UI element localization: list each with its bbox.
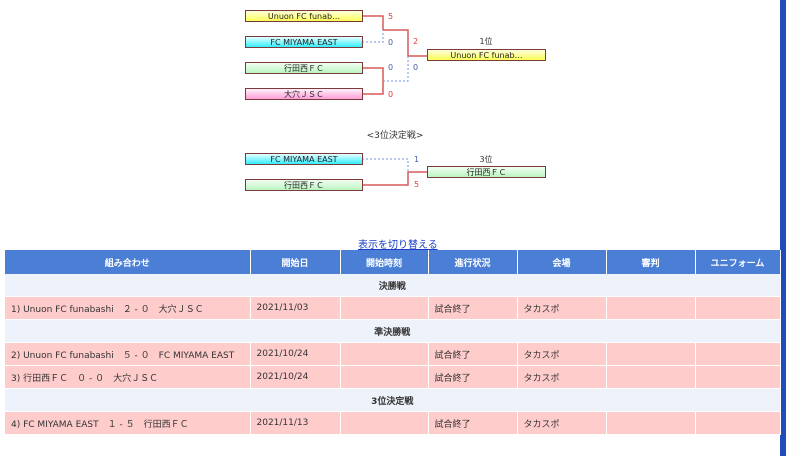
col-header-venue: 会場: [517, 250, 607, 274]
status-cell: 試合終了: [428, 296, 518, 320]
table-row[interactable]: 2) Unuon FC funabashi ５ - ０ FC MIYAMA EA…: [5, 342, 781, 366]
score-team-1: 5: [388, 12, 394, 21]
toggle-view-link[interactable]: 表示を切り替える: [358, 240, 438, 251]
winner-rank: 1位: [479, 37, 493, 46]
time-cell: [340, 296, 429, 320]
col-header-date: 開始日: [250, 250, 341, 274]
round-row-third-place: 3位決定戦: [5, 388, 781, 412]
status-cell: 試合終了: [428, 411, 518, 435]
table-row[interactable]: 3) 行田西ＦＣ ０ - ０ 大穴ＪＳＣ 2021/10/24 試合終了 タカス…: [5, 365, 781, 389]
bracket-lines: [362, 15, 428, 186]
bracket-team-3[interactable]: 行田西ＦＣ: [245, 62, 363, 74]
match-cell: 3) 行田西ＦＣ ０ - ０ 大穴ＪＳＣ: [5, 365, 251, 389]
date-cell: 2021/10/24: [250, 342, 341, 366]
third-winner-team[interactable]: 行田西ＦＣ: [427, 166, 546, 178]
games-table: 組み合わせ 開始日 開始時刻 進行状況 会場 審判 ユニフォーム 決勝戦 1) …: [5, 250, 781, 435]
score-team-4: 0: [388, 90, 394, 99]
round-row-final: 決勝戦: [5, 274, 781, 297]
round-row-semifinal: 準決勝戦: [5, 319, 781, 343]
col-header-referee: 審判: [606, 250, 696, 274]
time-cell: [340, 411, 429, 435]
status-cell: 試合終了: [428, 342, 518, 366]
venue-cell: タカスポ: [517, 342, 607, 366]
round-title: 3位決定戦: [5, 388, 781, 412]
status-cell: 試合終了: [428, 365, 518, 389]
venue-cell: タカスポ: [517, 365, 607, 389]
winner-team[interactable]: Unuon FC funab…: [427, 49, 546, 61]
date-cell: 2021/11/13: [250, 411, 341, 435]
uniform-cell: [695, 342, 781, 366]
referee-cell: [606, 411, 696, 435]
uniform-cell: [695, 365, 781, 389]
date-cell: 2021/11/03: [250, 296, 341, 320]
referee-cell: [606, 342, 696, 366]
third-score-1: 1: [414, 155, 420, 164]
bracket-team-2[interactable]: FC MIYAMA EAST: [245, 36, 363, 48]
referee-cell: [606, 296, 696, 320]
third-team-1[interactable]: FC MIYAMA EAST: [245, 153, 363, 165]
match-cell: 4) FC MIYAMA EAST １ - ５ 行田西ＦＣ: [5, 411, 251, 435]
col-header-match: 組み合わせ: [5, 250, 251, 274]
round-title: 準決勝戦: [5, 319, 781, 343]
col-header-status: 進行状況: [428, 250, 518, 274]
col-header-time: 開始時刻: [340, 250, 429, 274]
time-cell: [340, 342, 429, 366]
time-cell: [340, 365, 429, 389]
third-rank: 3位: [479, 155, 493, 164]
table-header-row: 組み合わせ 開始日 開始時刻 進行状況 会場 審判 ユニフォーム: [5, 250, 781, 274]
third-score-2: 5: [414, 180, 420, 189]
third-place-title: <3位決定戦>: [366, 131, 424, 141]
referee-cell: [606, 365, 696, 389]
venue-cell: タカスポ: [517, 411, 607, 435]
score-team-2: 0: [388, 38, 394, 47]
col-header-uniform: ユニフォーム: [695, 250, 781, 274]
round-title: 決勝戦: [5, 274, 781, 297]
venue-cell: タカスポ: [517, 296, 607, 320]
date-cell: 2021/10/24: [250, 365, 341, 389]
bracket-team-1[interactable]: Unuon FC funab…: [245, 10, 363, 22]
uniform-cell: [695, 296, 781, 320]
match-cell: 1) Unuon FC funabashi ２ - ０ 大穴ＪＳＣ: [5, 296, 251, 320]
table-row[interactable]: 1) Unuon FC funabashi ２ - ０ 大穴ＪＳＣ 2021/1…: [5, 296, 781, 320]
final-score-bottom: 0: [413, 63, 419, 72]
bracket-team-4[interactable]: 大穴ＪＳＣ: [245, 88, 363, 100]
uniform-cell: [695, 411, 781, 435]
match-cell: 2) Unuon FC funabashi ５ - ０ FC MIYAMA EA…: [5, 342, 251, 366]
score-team-3: 0: [388, 63, 394, 72]
third-team-2[interactable]: 行田西ＦＣ: [245, 179, 363, 191]
table-row[interactable]: 4) FC MIYAMA EAST １ - ５ 行田西ＦＣ 2021/11/13…: [5, 411, 781, 435]
final-score-top: 2: [413, 37, 419, 46]
right-edge-bar: [780, 0, 786, 456]
